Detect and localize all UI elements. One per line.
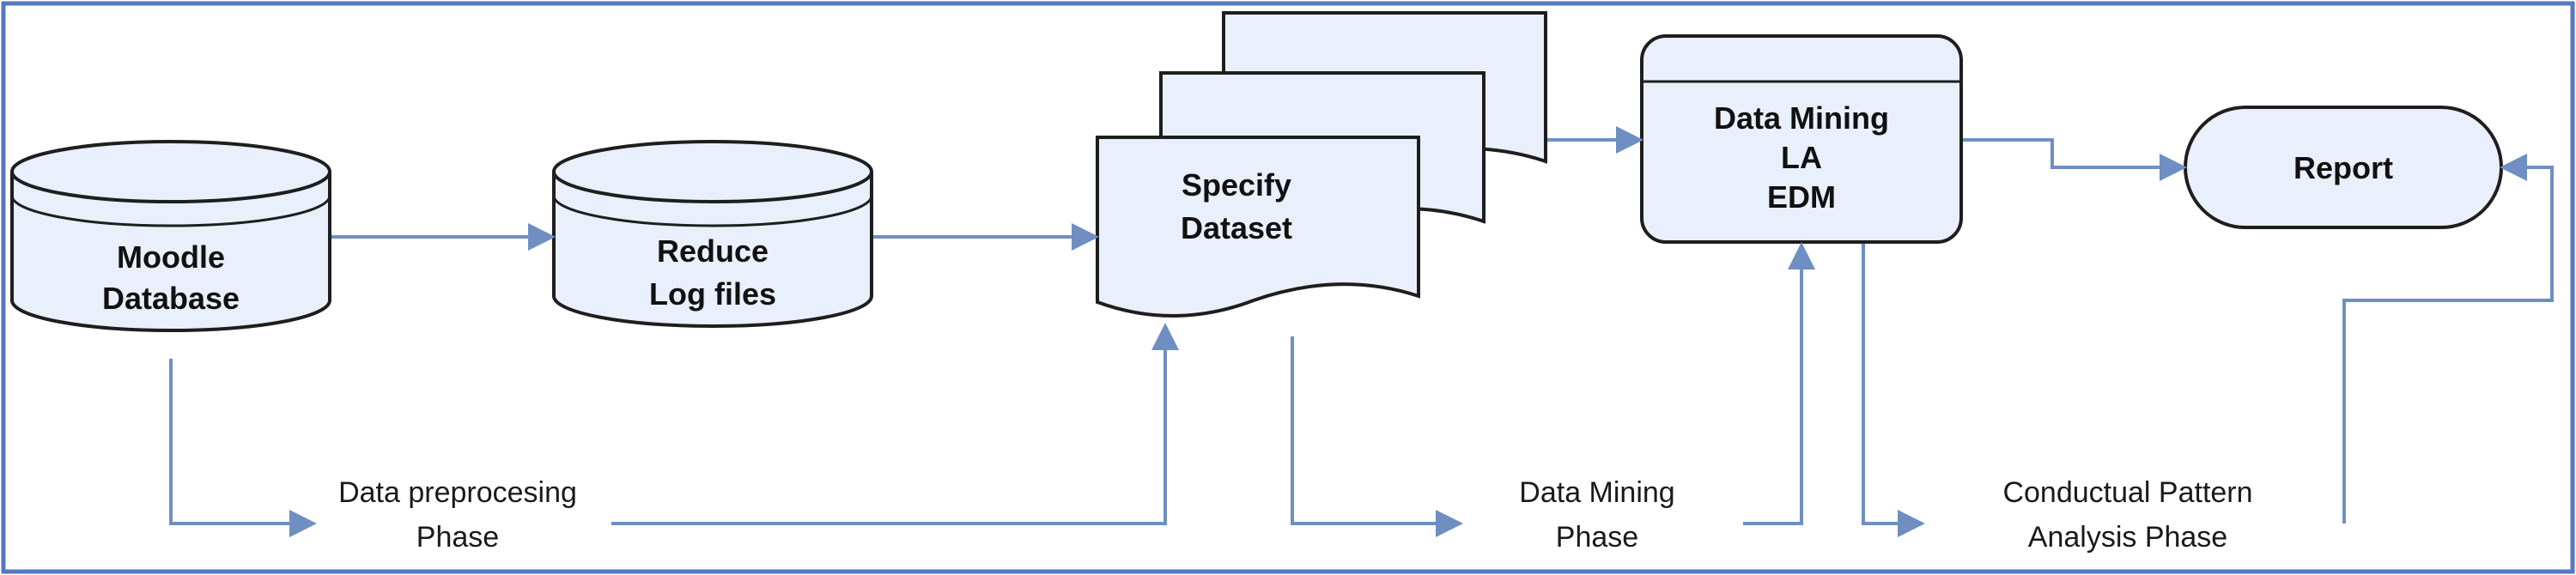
connector-moodle-to-preprocessing-phase xyxy=(169,359,317,537)
connector-datamining-phase-to-datamining xyxy=(1743,242,1815,525)
data-mining-label-line1: Data Mining xyxy=(1714,100,1889,136)
reduce-log-files-label-line1: Reduce xyxy=(657,233,769,269)
data-mining-phase-label-line2: Phase xyxy=(1556,521,1638,554)
connector-preprocessing-phase-to-dataset xyxy=(611,323,1179,525)
preprocessing-phase-label-line1: Data preprocesing xyxy=(338,476,577,509)
report-node: Report xyxy=(2184,106,2503,229)
data-mining-phase-label-line1: Data Mining xyxy=(1519,476,1674,509)
moodle-database-node: Moodle Database xyxy=(10,140,331,332)
report-label: Report xyxy=(2293,150,2393,185)
data-mining-label-line2: LA xyxy=(1781,140,1822,175)
reduce-log-files-node: Reduce Log files xyxy=(552,140,873,328)
connector-datamining-to-report xyxy=(1963,138,2187,181)
moodle-database-label-line2: Database xyxy=(102,281,240,316)
preprocessing-phase-label: Data preprocesing Phase xyxy=(338,476,577,554)
reduce-log-files-label-line2: Log files xyxy=(649,276,776,312)
data-mining-phase-label: Data Mining Phase xyxy=(1519,476,1674,554)
connector-dataset-to-datamining-phase xyxy=(1291,336,1463,537)
pattern-analysis-phase-label: Conductual Pattern Analysis Phase xyxy=(2002,476,2252,554)
moodle-database-label-line1: Moodle xyxy=(117,239,225,275)
specify-dataset-node: Specify Dataset xyxy=(1096,11,1547,318)
data-mining-label-line3: EDM xyxy=(1767,179,1836,215)
specify-dataset-label-line1: Specify xyxy=(1182,167,1291,203)
pattern-analysis-phase-label-line2: Analysis Phase xyxy=(2028,521,2227,554)
specify-dataset-label-line2: Dataset xyxy=(1181,210,1292,245)
preprocessing-phase-label-line2: Phase xyxy=(416,521,499,554)
pattern-analysis-phase-label-line1: Conductual Pattern xyxy=(2002,476,2252,509)
connector-pattern-phase-to-report xyxy=(2342,154,2554,524)
data-mining-node: Data Mining LA EDM xyxy=(1640,34,1963,244)
connector-datamining-to-pattern-phase xyxy=(1862,244,1925,537)
